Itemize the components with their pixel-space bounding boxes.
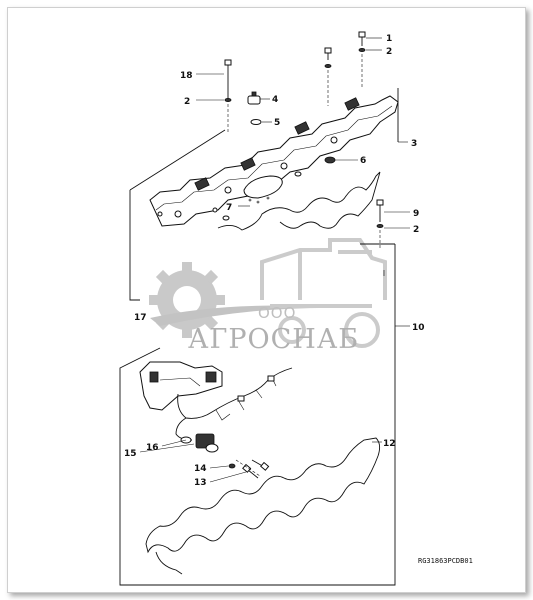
watermark-company-prefix: ООО: [258, 304, 296, 322]
callout-15: 15: [124, 449, 137, 459]
small-grommet: [222, 215, 230, 221]
harvester-icon: [260, 238, 387, 348]
callout-4: 4: [272, 95, 278, 105]
callout-16: 16: [146, 443, 159, 453]
bolt-1: [358, 31, 366, 53]
wiring-harness: [175, 367, 293, 441]
callout-2: 2: [386, 47, 392, 57]
upper-box-top-left-edge: [129, 129, 226, 191]
cover-gasket-large: [145, 437, 381, 575]
callout-10: 10: [412, 323, 425, 333]
callout-1: 1: [386, 34, 392, 44]
callout-2-right: 2: [413, 225, 419, 235]
callout-14: 14: [194, 464, 207, 474]
washer-14: [228, 463, 236, 469]
bolt-13: [242, 463, 259, 479]
diagram-frame: [7, 7, 526, 593]
upper-box-left-edge: [129, 190, 140, 301]
callout-6: 6: [360, 156, 366, 166]
callout-12: 12: [383, 439, 396, 449]
bolt-9: [376, 199, 384, 228]
breather-fitting: [247, 91, 261, 105]
callout-9: 9: [413, 209, 419, 219]
rocker-arm-cover: [149, 95, 399, 227]
bolt-sensor-top: [251, 459, 270, 471]
callout-5: 5: [274, 118, 280, 128]
callout-3: 3: [411, 139, 417, 149]
o-ring: [250, 119, 262, 125]
pressure-sensor: [180, 433, 219, 453]
callout-17: 17: [134, 313, 147, 323]
callout-13: 13: [194, 478, 207, 488]
access-cover-plate: [243, 175, 283, 204]
watermark-company-name: АГРОСНАБ: [188, 324, 359, 355]
bolt-18: [224, 59, 232, 103]
callout-leaders: [139, 37, 410, 483]
grommet-seal: [324, 156, 336, 164]
small-grommet: [294, 171, 302, 177]
callout-7: 7: [226, 203, 232, 213]
wiring-harness-housing: [139, 361, 223, 411]
watermark-logo: ООО АГРОСНАБ: [149, 238, 387, 355]
rocker-cover-gasket: [217, 171, 381, 231]
callout-18: 18: [180, 71, 193, 81]
callout-2-left: 2: [184, 97, 190, 107]
bolt-cover-mid: [324, 47, 332, 69]
drawing-code: RG31863PCDB01: [418, 557, 473, 565]
lower-box-outline: [119, 244, 396, 586]
